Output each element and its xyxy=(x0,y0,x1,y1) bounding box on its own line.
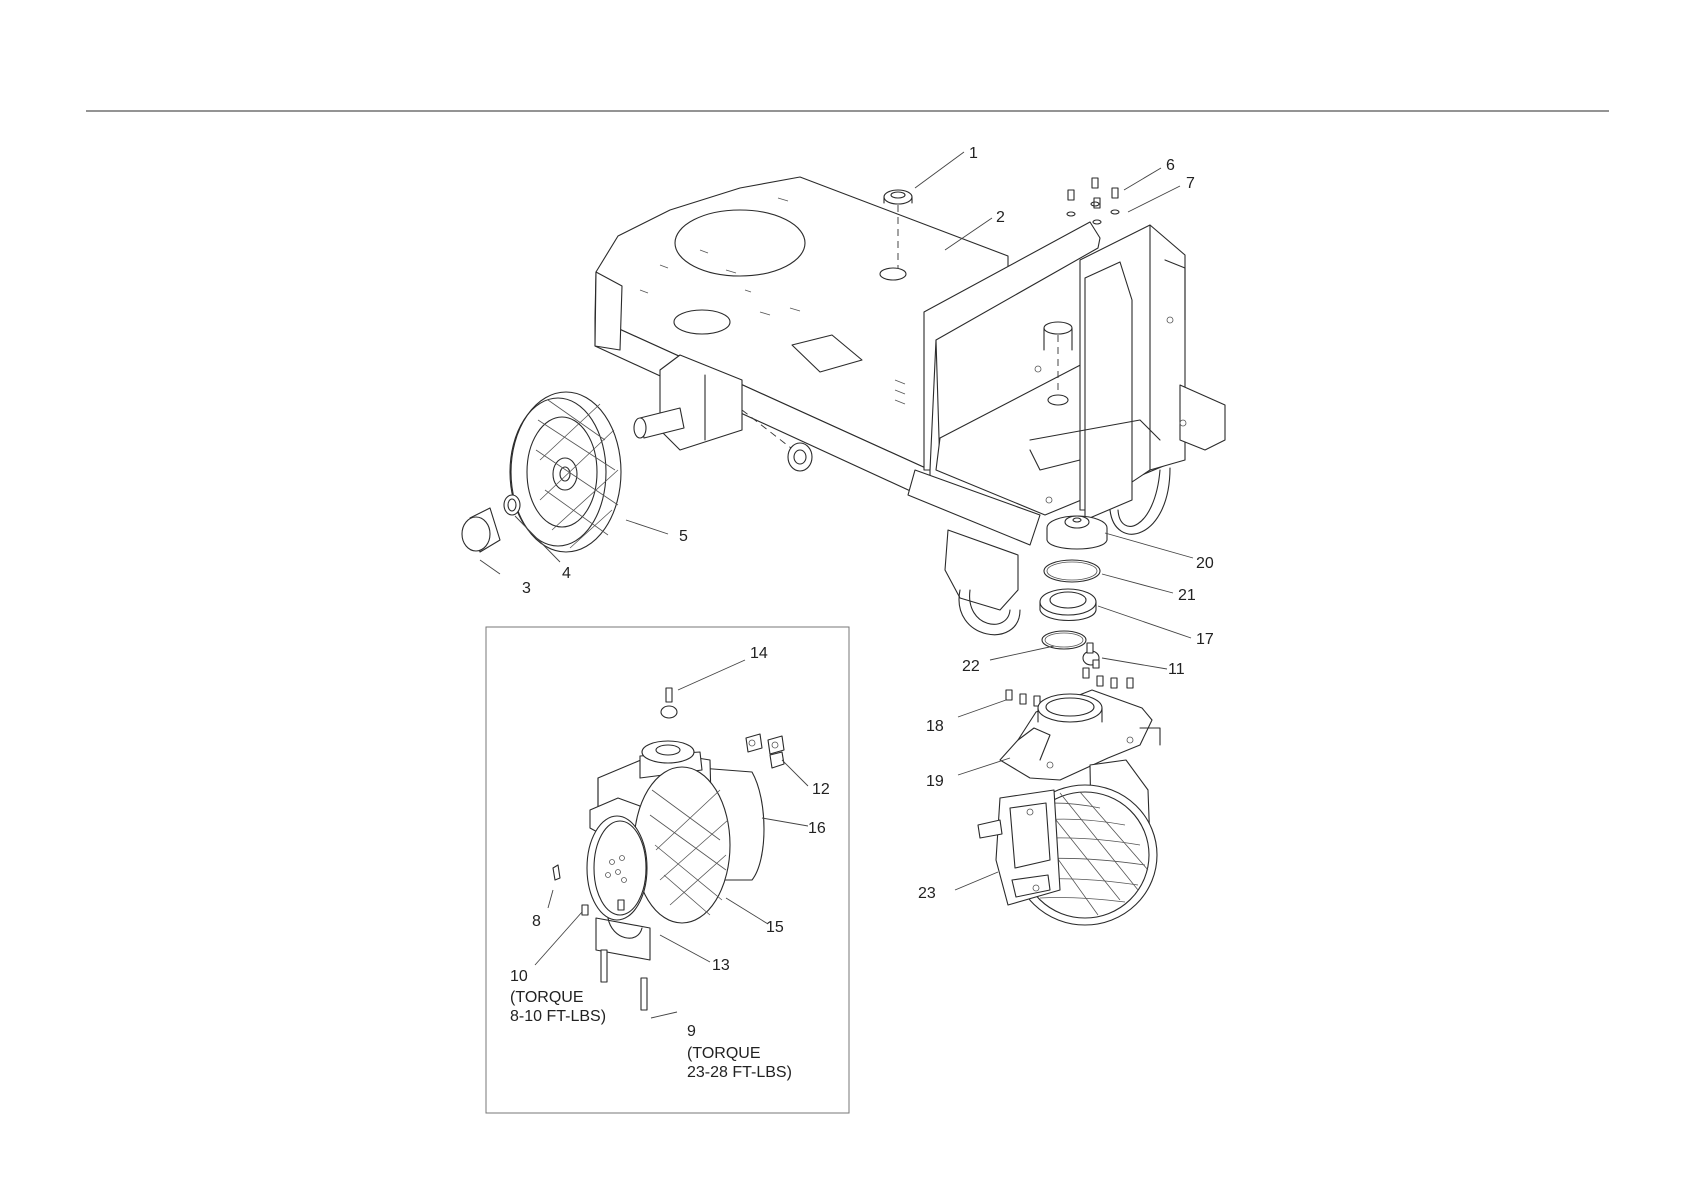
callout-15: 15 xyxy=(766,919,784,936)
screws-washers-6-7 xyxy=(1067,178,1119,224)
callout-9: 9 xyxy=(687,1023,696,1040)
torque-note-9-line2: 23-28 FT-LBS) xyxy=(687,1063,792,1082)
torque-note-9-line1: (TORQUE xyxy=(687,1044,792,1063)
callout-14: 14 xyxy=(750,645,768,662)
callout-1: 1 xyxy=(969,145,978,162)
callout-22: 22 xyxy=(962,658,980,675)
hub-cap-part-3 xyxy=(462,508,500,552)
callout-13: 13 xyxy=(712,957,730,974)
callout-18: 18 xyxy=(926,718,944,735)
retaining-ring-part-4 xyxy=(504,495,520,515)
callout-7: 7 xyxy=(1186,175,1195,192)
clamp-part-11 xyxy=(1083,643,1133,688)
torque-note-10-line1: (TORQUE xyxy=(510,988,606,1007)
drive-unit-part-23 xyxy=(978,760,1157,925)
callout-10: 10 xyxy=(510,968,528,985)
bearing-part-17 xyxy=(1040,589,1096,621)
callout-23: 23 xyxy=(918,885,936,902)
callout-3: 3 xyxy=(522,580,531,597)
callout-11: 11 xyxy=(1168,661,1185,678)
callout-20: 20 xyxy=(1196,555,1214,572)
callout-4: 4 xyxy=(562,565,571,582)
callout-16: 16 xyxy=(808,820,826,837)
callout-8: 8 xyxy=(532,913,541,930)
chassis-frame xyxy=(595,177,1225,635)
bolts-part-18 xyxy=(1006,690,1040,706)
callout-19: 19 xyxy=(926,773,944,790)
callout-6: 6 xyxy=(1166,157,1175,174)
torque-note-10: (TORQUE 8-10 FT-LBS) xyxy=(510,988,606,1026)
callout-21: 21 xyxy=(1178,587,1196,604)
torque-note-9: (TORQUE 23-28 FT-LBS) xyxy=(687,1044,792,1082)
torque-note-10-line2: 8-10 FT-LBS) xyxy=(510,1007,606,1026)
callout-17: 17 xyxy=(1196,631,1214,648)
callout-12: 12 xyxy=(812,781,830,798)
callout-5: 5 xyxy=(679,528,688,545)
ring-part-21 xyxy=(1044,560,1100,582)
callout-2: 2 xyxy=(996,209,1005,226)
caster-housing-part-20 xyxy=(1047,516,1107,549)
ring-part-22 xyxy=(1042,631,1086,649)
inset-drive-assembly xyxy=(553,688,784,1010)
